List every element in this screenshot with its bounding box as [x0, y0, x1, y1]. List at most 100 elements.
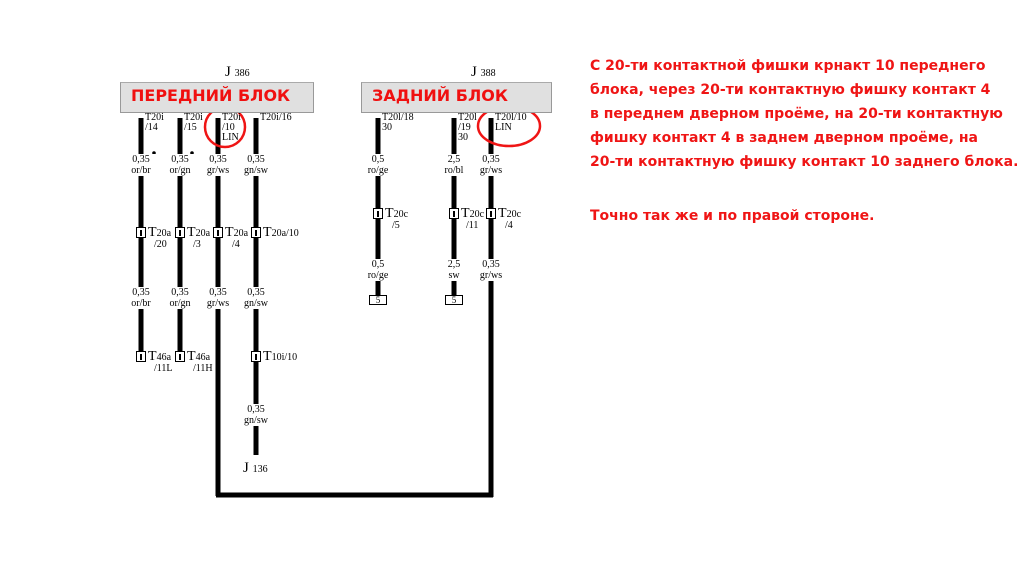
diagram-text: /3 [193, 239, 201, 250]
diagram-text: 20c [506, 209, 522, 220]
diagram-text: or/gn [169, 298, 191, 309]
diagram-text [152, 151, 156, 155]
pin-label: T20i/16 [260, 112, 292, 123]
diagram-text: T [148, 225, 157, 240]
diagram-text: T [461, 206, 470, 221]
diagram-text: 0,35 [247, 287, 265, 298]
connector-icon [136, 351, 146, 362]
diagram-text: T [263, 349, 272, 364]
pin-label: T20l/18 30 [382, 112, 414, 133]
connector-icon [251, 351, 261, 362]
pin-label: T20l/10 LIN [495, 112, 527, 133]
rear-block-title: ЗАДНИЙ БЛОК [372, 86, 508, 105]
diagram-text: 0,35 [171, 154, 189, 165]
connector-icon [373, 208, 383, 219]
diagram-text: 136 [252, 464, 268, 475]
diagram-text: gn/sw [244, 165, 268, 176]
diagram-text: 46a [195, 352, 211, 363]
diagram-text: 2,5 [447, 259, 461, 270]
diagram-text: T [187, 225, 196, 240]
diagram-text: gr/ws [206, 165, 230, 176]
diagram-text: ro/ge [367, 270, 389, 281]
pin-label: T20i /14 [145, 112, 164, 133]
diagram-text: /11 [466, 220, 479, 231]
connector-t20a-10: T20a/10 [251, 225, 299, 240]
connector-icon [486, 208, 496, 219]
diagram-text: /20 [154, 239, 167, 250]
connector-icon [251, 227, 261, 238]
ground-point: 5 [445, 295, 463, 305]
connector-t20c-11: T20c/11 [449, 206, 485, 231]
diagram-text: 0,35 [132, 154, 150, 165]
pin-label: T20l /19 30 [458, 112, 477, 143]
diagram-text: 46a [156, 352, 172, 363]
diagram-text: 0,35 [209, 287, 227, 298]
connector-icon [449, 208, 459, 219]
diagram-text: 20a [156, 228, 172, 239]
rear-block-id: J 388 [471, 64, 496, 81]
diagram-text: 10i/10 [271, 352, 298, 363]
connector-icon [136, 227, 146, 238]
diagram-text: 20c [469, 209, 485, 220]
connector-t46a-11l: T46a/11L [136, 350, 173, 374]
connector-t20a-20: T20a/20 [136, 225, 172, 250]
connector-t20a-4: T20a/4 [213, 226, 249, 250]
pin-label: T20i /15 [184, 112, 203, 133]
pin-label: T20i /10 LIN [222, 112, 241, 143]
annotation-extra: Точно так же и по правой стороне. [590, 208, 875, 224]
diagram-text: 2,5 [447, 154, 461, 165]
diagram-text: ro/bl [444, 165, 464, 176]
diagram-text: фишку контакт 4 в заднем дверном проёме,… [590, 130, 978, 146]
connector-t20c-4: T20c/4 [486, 206, 522, 231]
connector-t20c-5: T20c/5 [373, 207, 408, 231]
diagram-text: 388 [480, 68, 496, 79]
diagram-text: gr/ws [479, 165, 503, 176]
diagram-text: or/br [131, 165, 151, 176]
diagram-text: 20a/10 [271, 228, 299, 239]
diagram-text [152, 151, 194, 155]
diagram-text: T [187, 349, 196, 364]
diagram-text: /4 [505, 220, 513, 231]
front-block-title: ПЕРЕДНИЙ БЛОК [131, 86, 291, 105]
diagram-text: 0,35 [171, 287, 189, 298]
connector-t46a-11h: T46a/11H [175, 349, 213, 374]
connector-t20a-3: T20a/3 [175, 225, 210, 250]
diagram-text: /11H [193, 363, 213, 374]
diagram-text: 20-ти контактную фишку контакт 10 заднег… [590, 154, 1019, 170]
diagram-text: 0,35 [209, 154, 227, 165]
diagram-text: 0,35 [247, 154, 265, 165]
diagram-text: gr/ws [479, 270, 503, 281]
diagram-text: С 20-ти контактной фишки крнакт 10 перед… [590, 58, 986, 74]
diagram-text: блока, через 20-ти контактную фишку конт… [590, 82, 991, 98]
connector-icon [175, 351, 185, 362]
diagram-text: J [471, 64, 477, 80]
diagram-text: sw [448, 270, 460, 281]
diagram-text: 0,35 [132, 287, 150, 298]
front-block-id: J 386 [225, 64, 250, 81]
front-block-header[interactable]: ПЕРЕДНИЙ БЛОК [120, 82, 314, 113]
rear-block-header[interactable]: ЗАДНИЙ БЛОК [361, 82, 552, 113]
connector-t10i-10: T10i/10 [251, 349, 298, 364]
diagram-text: /5 [392, 220, 400, 231]
diagram-text: 20a [233, 228, 249, 239]
diagram-text: /11L [154, 363, 173, 374]
diagram-text: T [263, 225, 272, 240]
diagram-text: 386 [234, 68, 250, 79]
diagram-text: 0,5 [371, 154, 385, 165]
diagram-text: or/gn [169, 165, 191, 176]
diagram-text: T [498, 206, 507, 221]
diagram-text: /4 [232, 239, 240, 250]
ground-point: 5 [369, 295, 387, 305]
